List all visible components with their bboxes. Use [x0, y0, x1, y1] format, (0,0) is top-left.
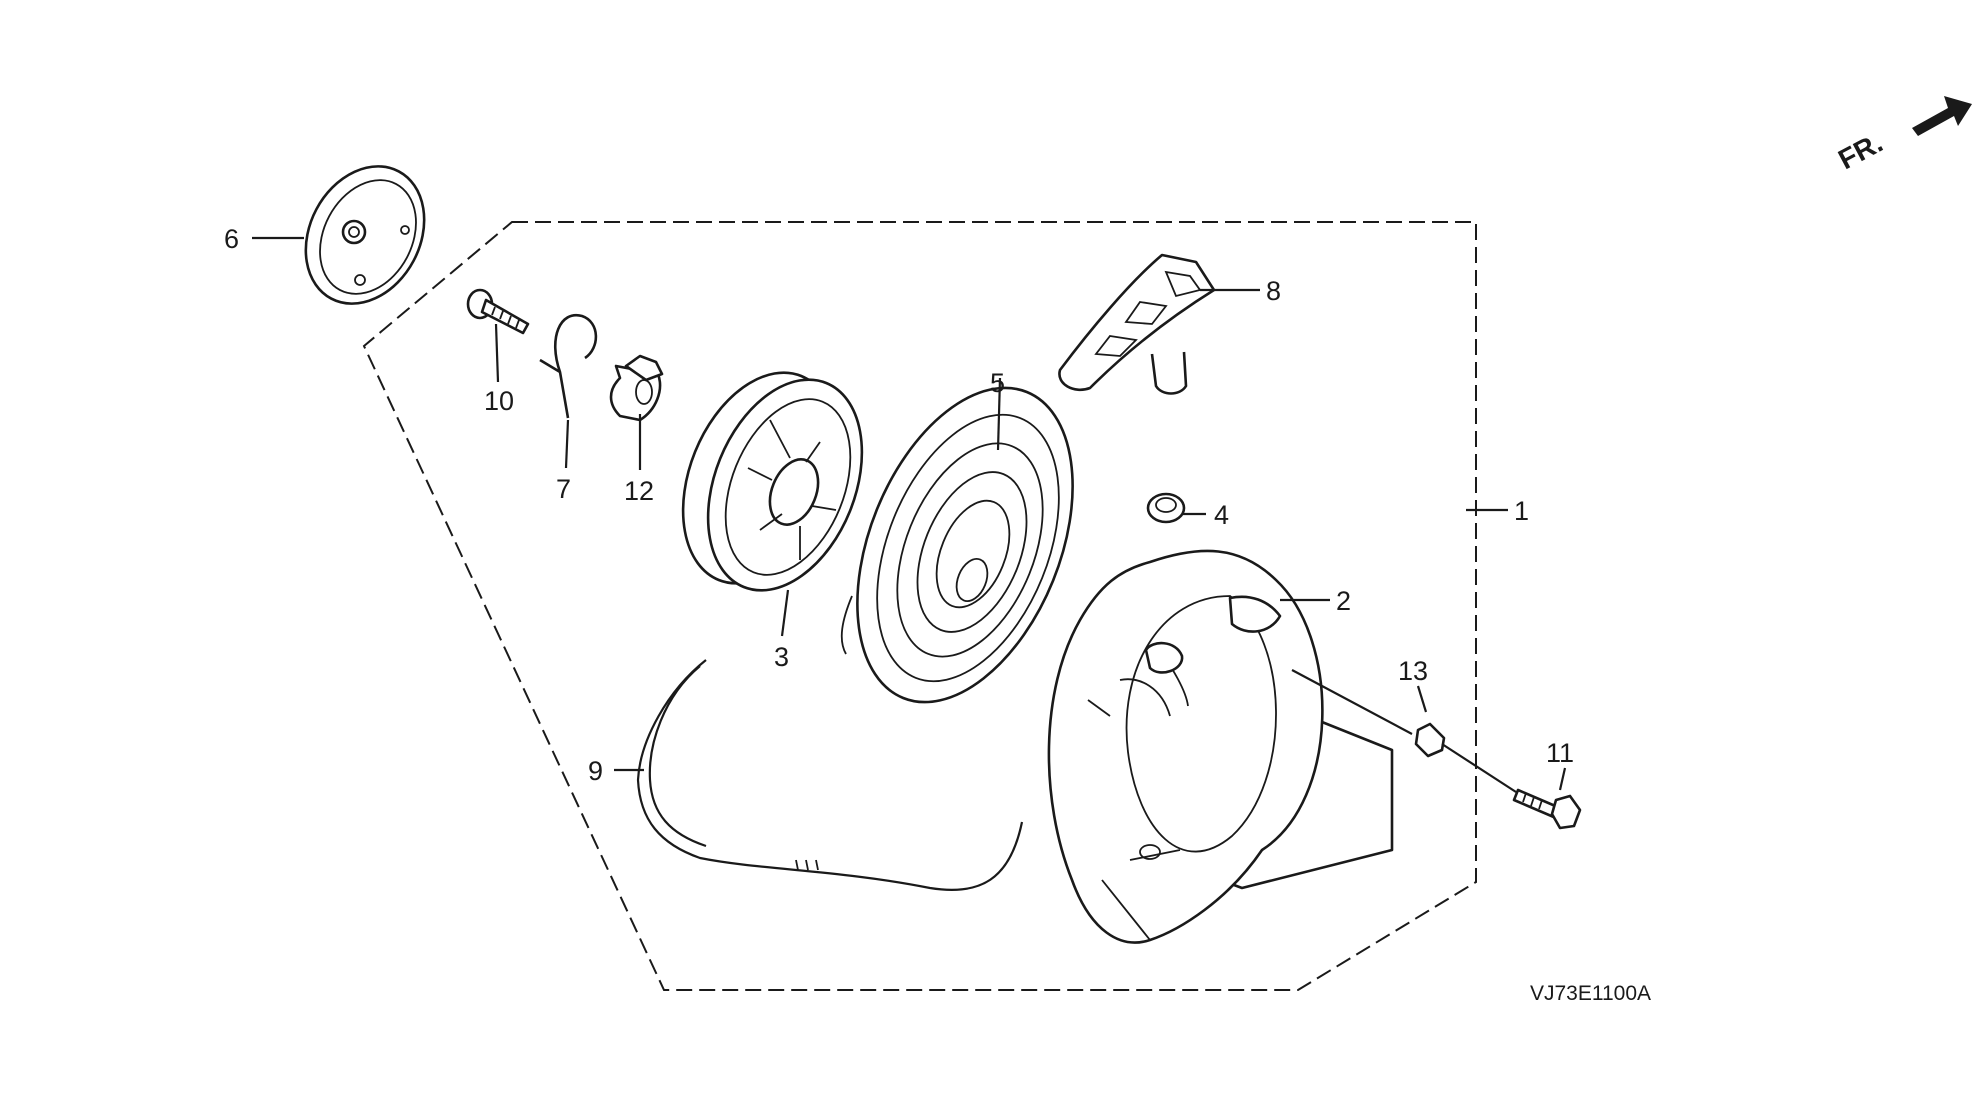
front-direction-marker: FR.: [1833, 96, 1972, 175]
callout-3: 3: [774, 642, 789, 672]
part-recoil-spring: [840, 386, 1074, 704]
assembly-boundary: [362, 221, 1477, 991]
leader-lines: [252, 236, 1567, 793]
front-label: FR.: [1833, 127, 1887, 176]
drawing-code: VJ73E1100A: [1530, 982, 1651, 1005]
part-nut: [1146, 492, 1186, 524]
callout-12: 12: [624, 476, 654, 506]
callout-4: 4: [1214, 500, 1229, 530]
part-starter-plate: [304, 165, 426, 305]
callout-2: 2: [1336, 586, 1351, 616]
callout-6: 6: [224, 224, 239, 254]
part-reel: [681, 371, 864, 592]
part-starter-rope: [636, 659, 1024, 892]
callout-labels: 1 2 3 4 5 6 7 8 9 10 11 12 13: [224, 224, 1574, 786]
part-ratchet: [609, 354, 664, 422]
callout-11: 11: [1546, 738, 1574, 768]
callout-8: 8: [1266, 276, 1281, 306]
part-spring-clip: [539, 313, 598, 419]
callout-5: 5: [990, 368, 1005, 398]
callout-10: 10: [484, 386, 514, 416]
part-starter-case: [1047, 549, 1394, 944]
part-starter-grip: [1058, 253, 1216, 395]
callout-13: 13: [1398, 656, 1428, 686]
callout-1: 1: [1514, 496, 1529, 526]
callout-7: 7: [556, 474, 571, 504]
part-collar: [1414, 722, 1446, 758]
callout-9: 9: [588, 756, 603, 786]
part-screw-10: [466, 288, 530, 335]
part-bolt: [1512, 788, 1582, 830]
front-arrow-icon: [1912, 96, 1972, 136]
